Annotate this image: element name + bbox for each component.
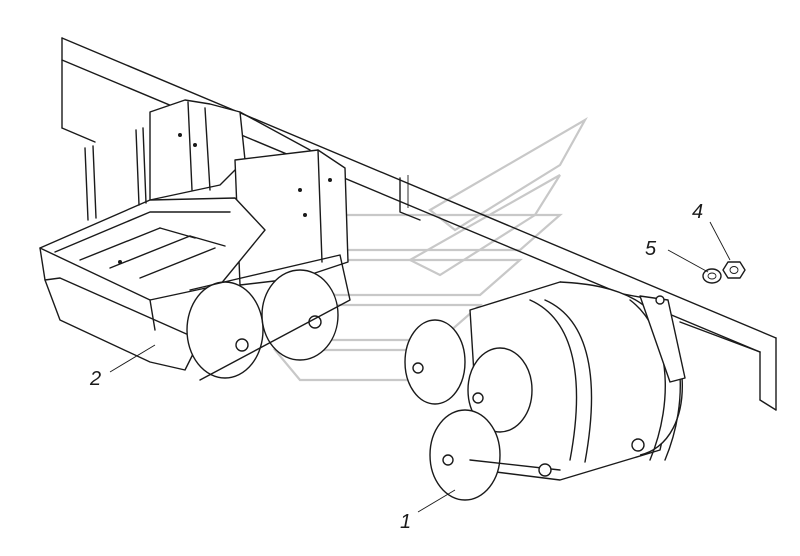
callout-1: 1 bbox=[400, 511, 411, 533]
callout-5: 5 bbox=[645, 238, 657, 260]
air-tank-assembly bbox=[404, 281, 686, 501]
battery-box-assembly bbox=[39, 99, 351, 381]
washer-and-nut bbox=[702, 261, 746, 284]
callout-4: 4 bbox=[692, 201, 703, 223]
leader-lines bbox=[109, 221, 731, 513]
callout-2: 2 bbox=[89, 368, 101, 390]
